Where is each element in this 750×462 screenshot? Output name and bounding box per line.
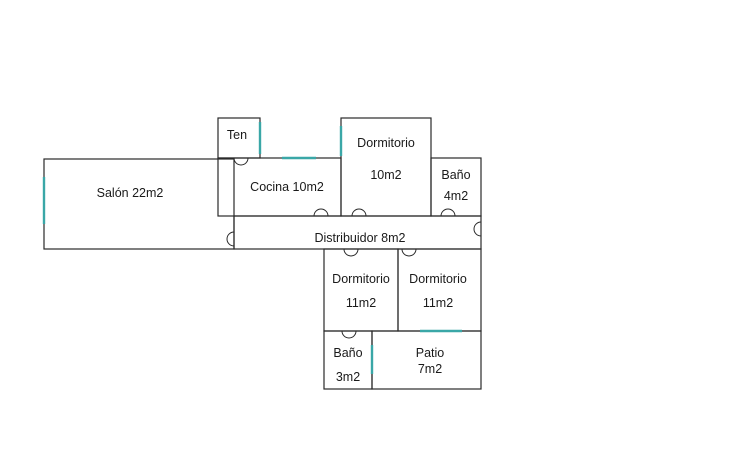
dormitorio-mid-name: Dormitorio: [332, 272, 390, 286]
wall-dormitorio-right: [397, 248, 482, 332]
wall-salon: [43, 158, 235, 250]
windows: [42, 122, 462, 374]
bano-top-area: 4m2: [444, 189, 468, 203]
dormitorio-mid-area: 11m2: [346, 296, 376, 310]
cocina-label: Cocina 10m2: [250, 180, 324, 194]
door-dormitorio-mid: [343, 248, 359, 257]
dormitorio-right-name: Dormitorio: [409, 272, 467, 286]
door-bano-bottom: [341, 330, 357, 339]
distribuidor-label: Distribuidor 8m2: [314, 231, 405, 245]
ten-label: Ten: [227, 128, 247, 142]
bano-bottom-area: 3m2: [336, 370, 360, 384]
dormitorio-top-name: Dormitorio: [357, 136, 415, 150]
door-dormitorio-top: [351, 208, 367, 217]
bano-top-name: Baño: [441, 168, 470, 182]
dormitorio-top-area: 10m2: [370, 168, 401, 182]
door-salon: [226, 231, 235, 247]
door-distribuidor-east: [473, 221, 482, 237]
door-bano-top: [440, 208, 456, 217]
wall-patio: [371, 330, 482, 390]
room-labels: Ten Salón 22m2 Cocina 10m2 Dormitorio 10…: [97, 128, 471, 384]
patio-area: 7m2: [418, 362, 442, 376]
door-cocina: [313, 208, 329, 217]
wall-bano-top: [430, 157, 482, 217]
dormitorio-right-area: 11m2: [423, 296, 453, 310]
door-ten: [233, 157, 249, 166]
doors: [226, 157, 482, 339]
salon-label: Salón 22m2: [97, 186, 164, 200]
wall-dormitorio-top: [340, 117, 432, 217]
door-dormitorio-right: [401, 248, 417, 257]
patio-name: Patio: [416, 346, 445, 360]
wall-dormitorio-mid: [323, 248, 399, 332]
bano-bottom-name: Baño: [333, 346, 362, 360]
